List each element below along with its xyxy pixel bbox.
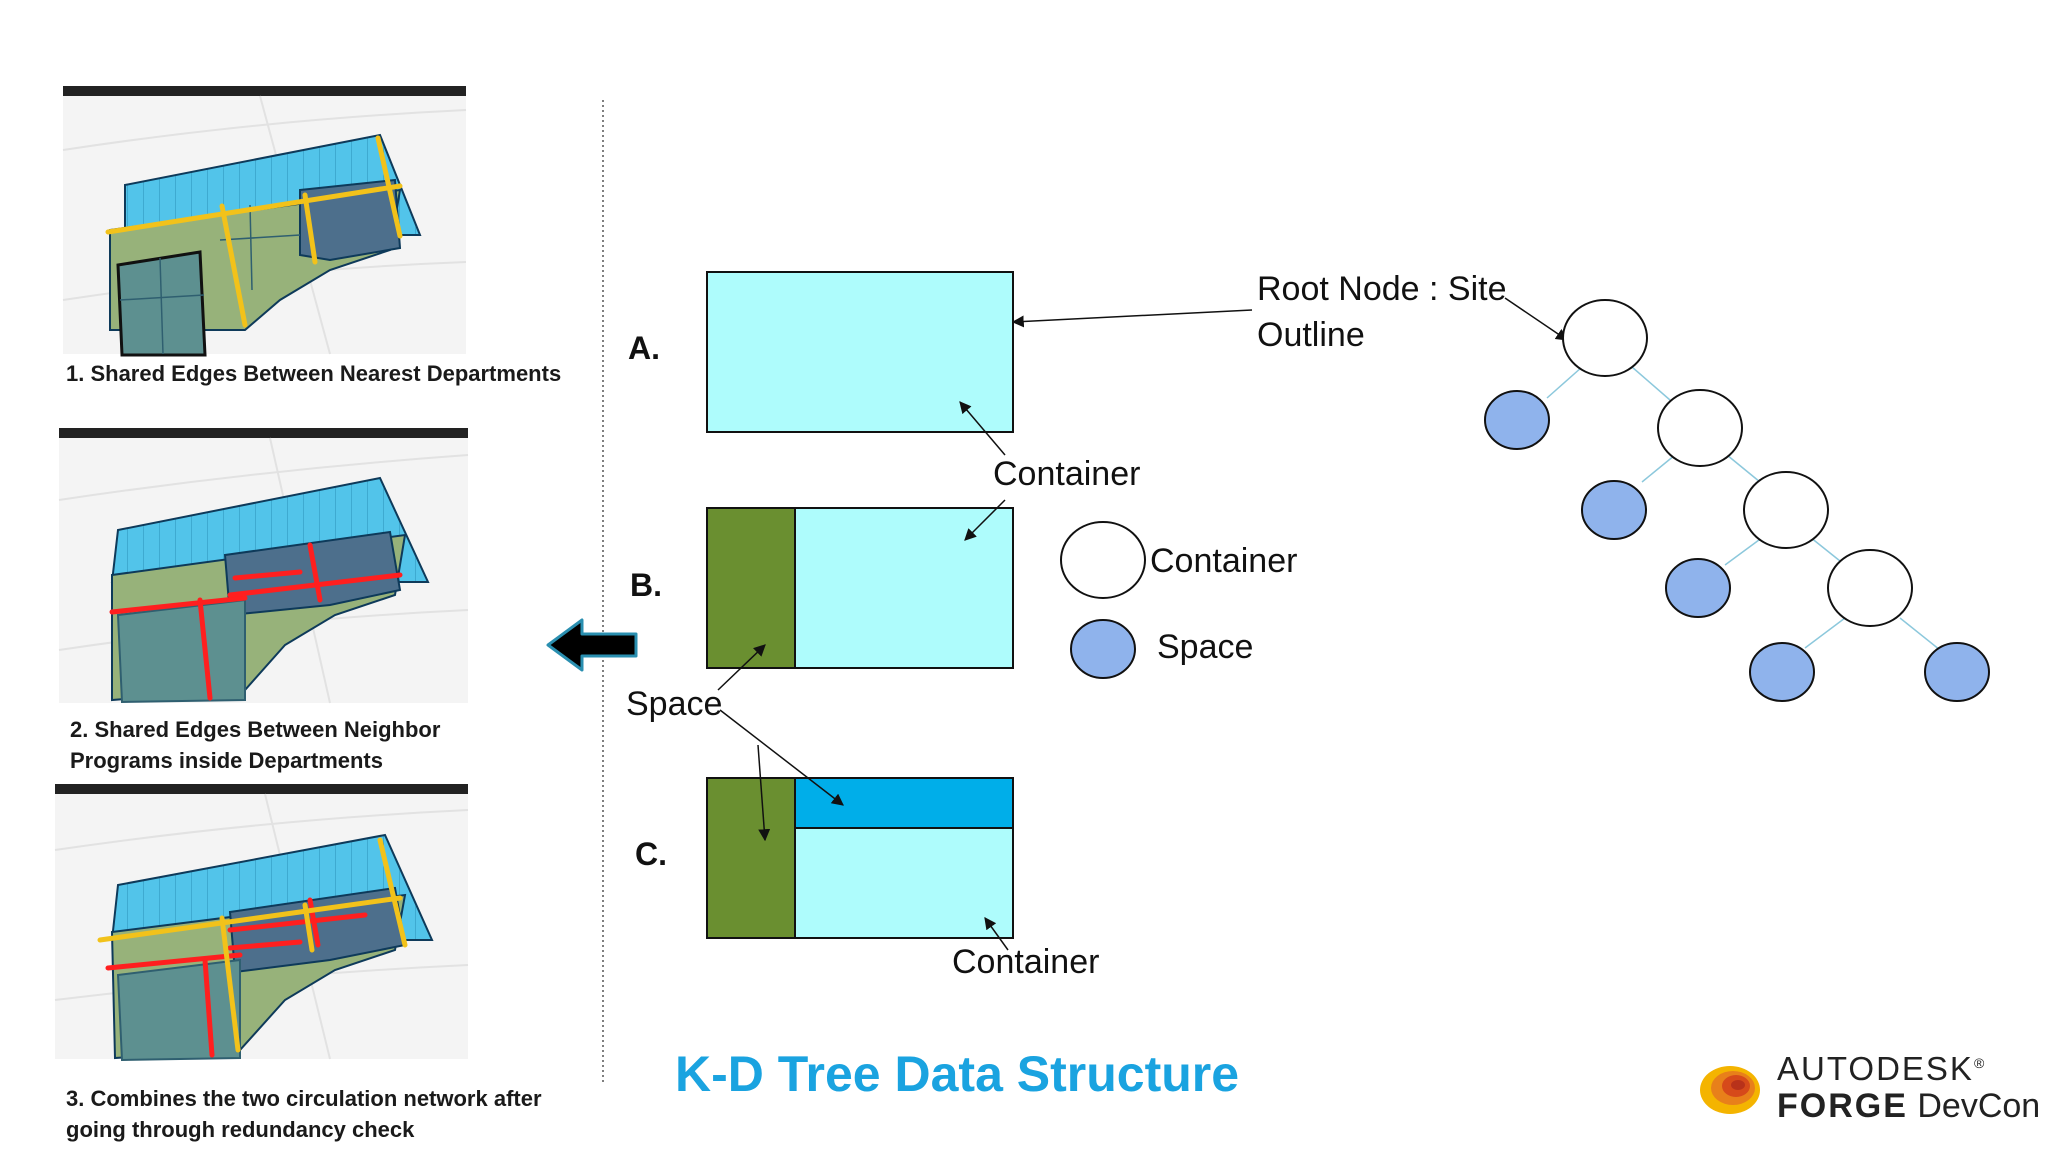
brand-devcon-text: DevCon [1917,1087,2041,1125]
brand-registered-mark: ® [1973,1055,1987,1071]
caption-2-line1: 2. Shared Edges Between Neighbor [70,717,441,742]
tree-space-node [1924,642,1990,702]
page-title: K-D Tree Data Structure [675,1046,1240,1102]
row-label-a: A. [628,330,660,366]
container-rect-a [706,271,1014,433]
space-rect-c-left [706,777,796,939]
tree-space-node [1484,390,1550,450]
caption-2: 2. Shared Edges Between Neighbor Program… [70,714,590,776]
caption-1-line1: 1. Shared Edges Between Nearest Departme… [66,361,562,386]
root-node-label: Root Node : Site Outline [1257,266,1506,358]
legend-container-label: Container [1150,542,1298,580]
container-label-a: Container [993,455,1141,493]
space-rect-b [706,507,796,669]
brand-line1: AUTODESK® [1777,1050,1986,1088]
caption-3-line1: 3. Combines the two circulation network … [66,1086,542,1111]
root-node-label-line1: Root Node : Site [1257,270,1507,308]
root-node-label-line2: Outline [1257,316,1365,354]
legend-container-icon [1060,521,1146,599]
space-label: Space [626,685,723,723]
tree-edges [1546,366,1941,651]
container-label-c: Container [952,943,1100,981]
row-label-b: B. [630,567,662,603]
building-render-3 [54,784,469,1062]
legend-space-label: Space [1157,628,1254,666]
tree-space-node [1581,480,1647,540]
tree-space-node [1665,558,1731,618]
annotation-arrows [717,297,1568,951]
image-top-bar [63,86,466,96]
brand-forge-text: FORGE [1777,1087,1908,1125]
caption-1: 1. Shared Edges Between Nearest Departme… [66,358,606,389]
building-render-1 [62,86,467,357]
brand-line2: FORGE DevCon [1777,1087,2040,1126]
tree-nodes [1484,299,1990,702]
tree-space-node [1749,642,1815,702]
tree-container-node [1657,389,1743,467]
autodesk-forge-logo-icon [1700,1066,1760,1114]
image-top-bar [59,428,468,438]
brand-autodesk-text: AUTODESK [1777,1050,1974,1087]
tree-container-node [1743,471,1829,549]
caption-3: 3. Combines the two circulation network … [66,1083,606,1145]
row-label-c: C. [635,836,667,872]
caption-3-line2: going through redundancy check [66,1117,415,1142]
tree-container-node [1562,299,1648,377]
space-rect-c-top [794,777,1014,829]
image-top-bar [55,784,468,794]
tree-container-node [1827,549,1913,627]
legend-space-icon [1070,619,1136,679]
building-render-2 [58,428,469,704]
caption-2-line2: Programs inside Departments [70,748,383,773]
left-arrow-icon [546,618,638,672]
